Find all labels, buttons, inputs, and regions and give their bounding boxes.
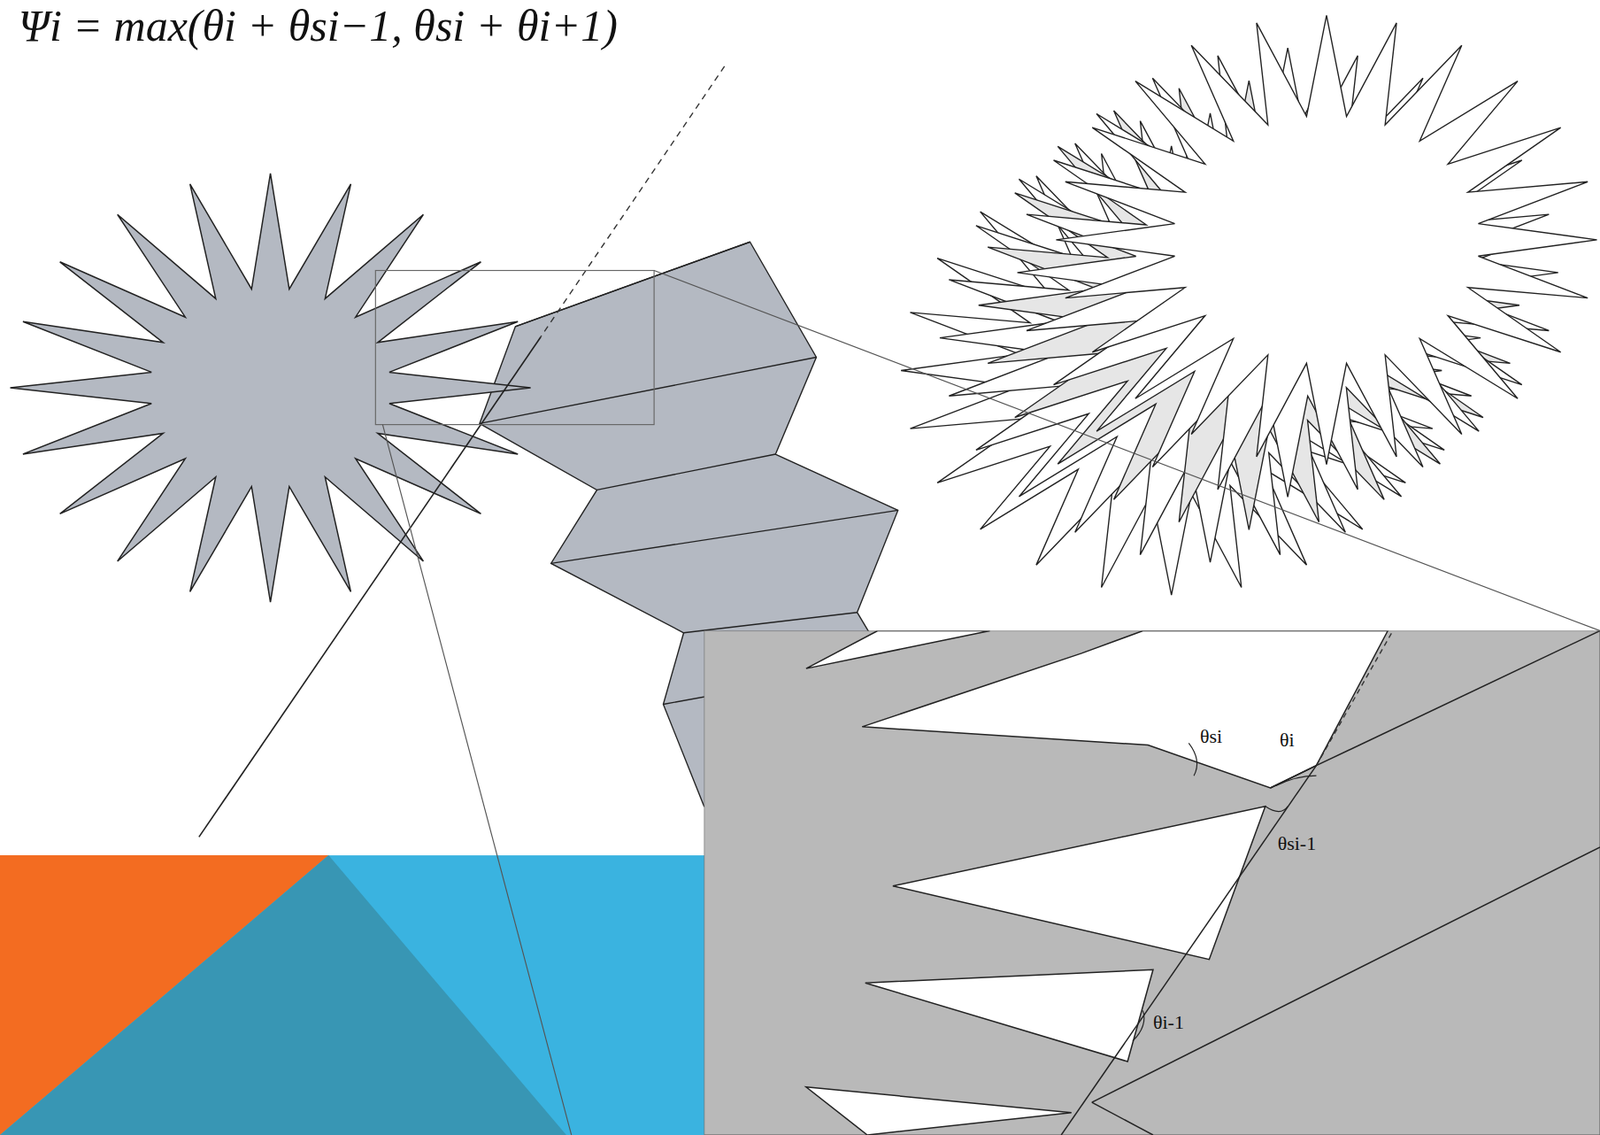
inset-ground (704, 630, 1600, 1135)
zoom-leader (653, 270, 1600, 631)
angle-label: θsi (1200, 724, 1223, 748)
angle-label: θi (1279, 728, 1295, 752)
inset-dashed-line (1315, 630, 1393, 765)
star-layer (1055, 15, 1597, 464)
inset-lines (1061, 630, 1600, 1135)
zoom-inset (704, 630, 1600, 1135)
angle-label: θsi-1 (1277, 831, 1317, 855)
angle-label: θi-1 (1153, 1010, 1185, 1034)
zoom-leader (382, 424, 571, 1135)
formula: Ψi = max(θi + θsi−1, θsi + θi+1) (18, 0, 618, 52)
star-outline (10, 173, 531, 602)
gray-star (10, 173, 531, 602)
zoom-box (375, 270, 654, 425)
dashed-line (540, 66, 725, 338)
extruded-star (900, 15, 1597, 595)
white-gaps (806, 630, 1388, 1135)
teal-triangle (0, 854, 567, 1135)
solid-line (199, 336, 541, 837)
